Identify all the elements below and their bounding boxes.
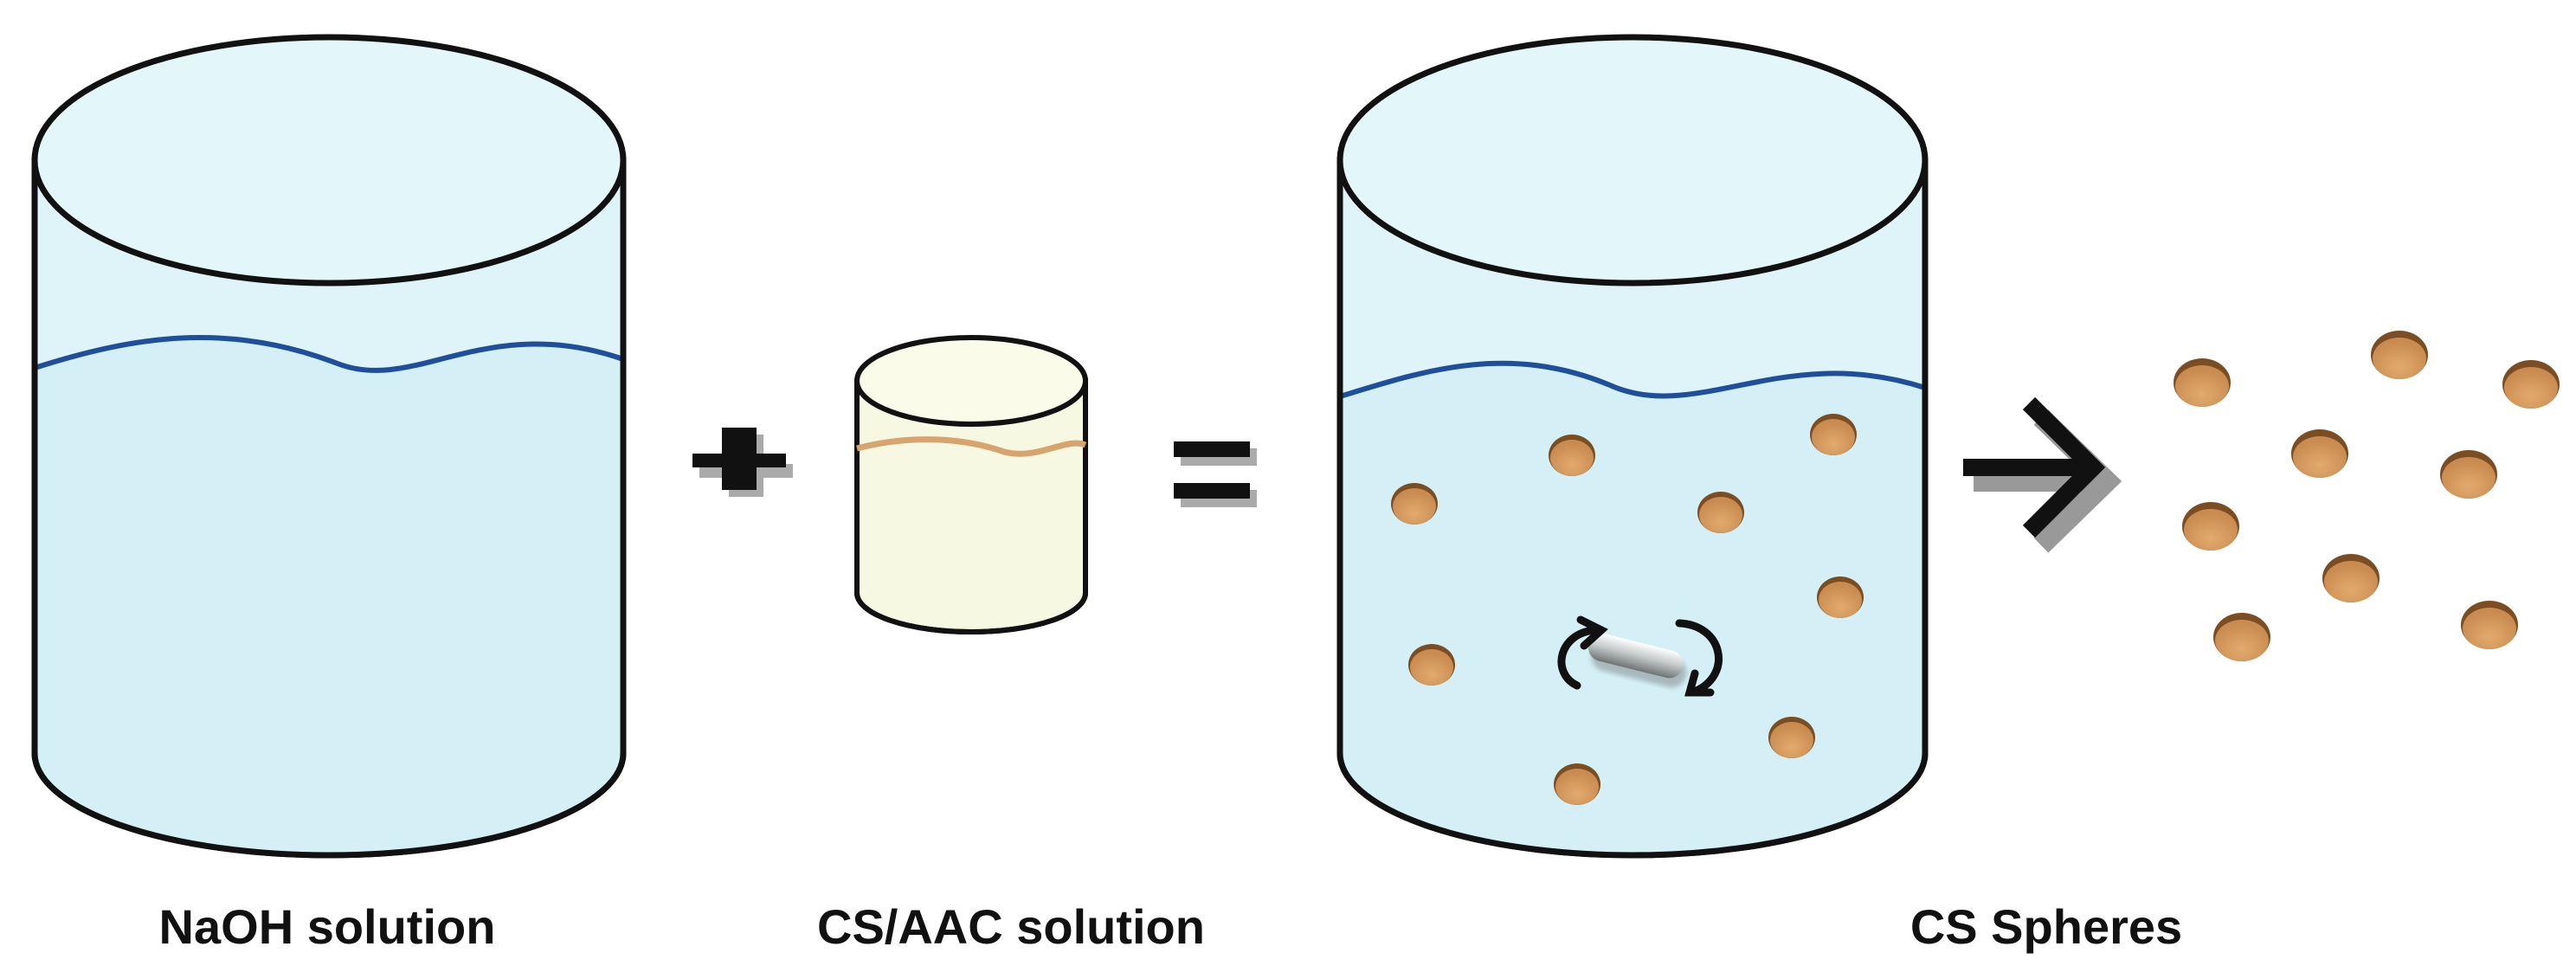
plus-sign xyxy=(692,428,793,497)
spheres-beaker xyxy=(1336,34,1929,859)
sphere xyxy=(2461,601,2518,649)
csaac-vial xyxy=(854,335,1088,634)
sphere xyxy=(2213,613,2270,661)
rotation-arrows-icon xyxy=(1557,615,1723,697)
sphere xyxy=(1697,492,1744,533)
sphere xyxy=(2440,450,2497,499)
equals-sign xyxy=(1174,441,1257,507)
csaac-surface-line xyxy=(856,436,1087,457)
spheres-beaker-rim xyxy=(1336,34,1929,287)
right-arrow-icon xyxy=(1963,396,2122,553)
cs-spheres-label: CS Spheres xyxy=(1910,899,2182,954)
sphere xyxy=(1768,717,1815,758)
sphere xyxy=(1554,763,1600,805)
sphere xyxy=(1549,435,1595,476)
sphere xyxy=(1817,576,1864,618)
spheres-in-beaker xyxy=(1391,414,1864,805)
sphere xyxy=(2291,429,2348,478)
naoh-beaker-rim xyxy=(31,34,627,287)
sphere xyxy=(2182,502,2239,551)
sphere xyxy=(2371,331,2428,379)
csaac-solution-label: CS/AAC solution xyxy=(817,899,1205,954)
sphere xyxy=(2174,358,2231,407)
stir-bar-icon xyxy=(1587,634,1687,688)
naoh-beaker xyxy=(31,34,627,859)
naoh-solution-label: NaOH solution xyxy=(159,899,496,954)
sphere xyxy=(1408,644,1455,686)
sphere xyxy=(1810,414,1857,455)
loose-spheres xyxy=(2174,331,2560,661)
spheres-surface-line xyxy=(1339,360,1926,399)
sphere xyxy=(1391,483,1438,525)
sphere xyxy=(2502,360,2560,409)
naoh-surface-line xyxy=(34,335,624,373)
sphere xyxy=(2322,554,2380,602)
csaac-vial-rim xyxy=(854,335,1088,427)
